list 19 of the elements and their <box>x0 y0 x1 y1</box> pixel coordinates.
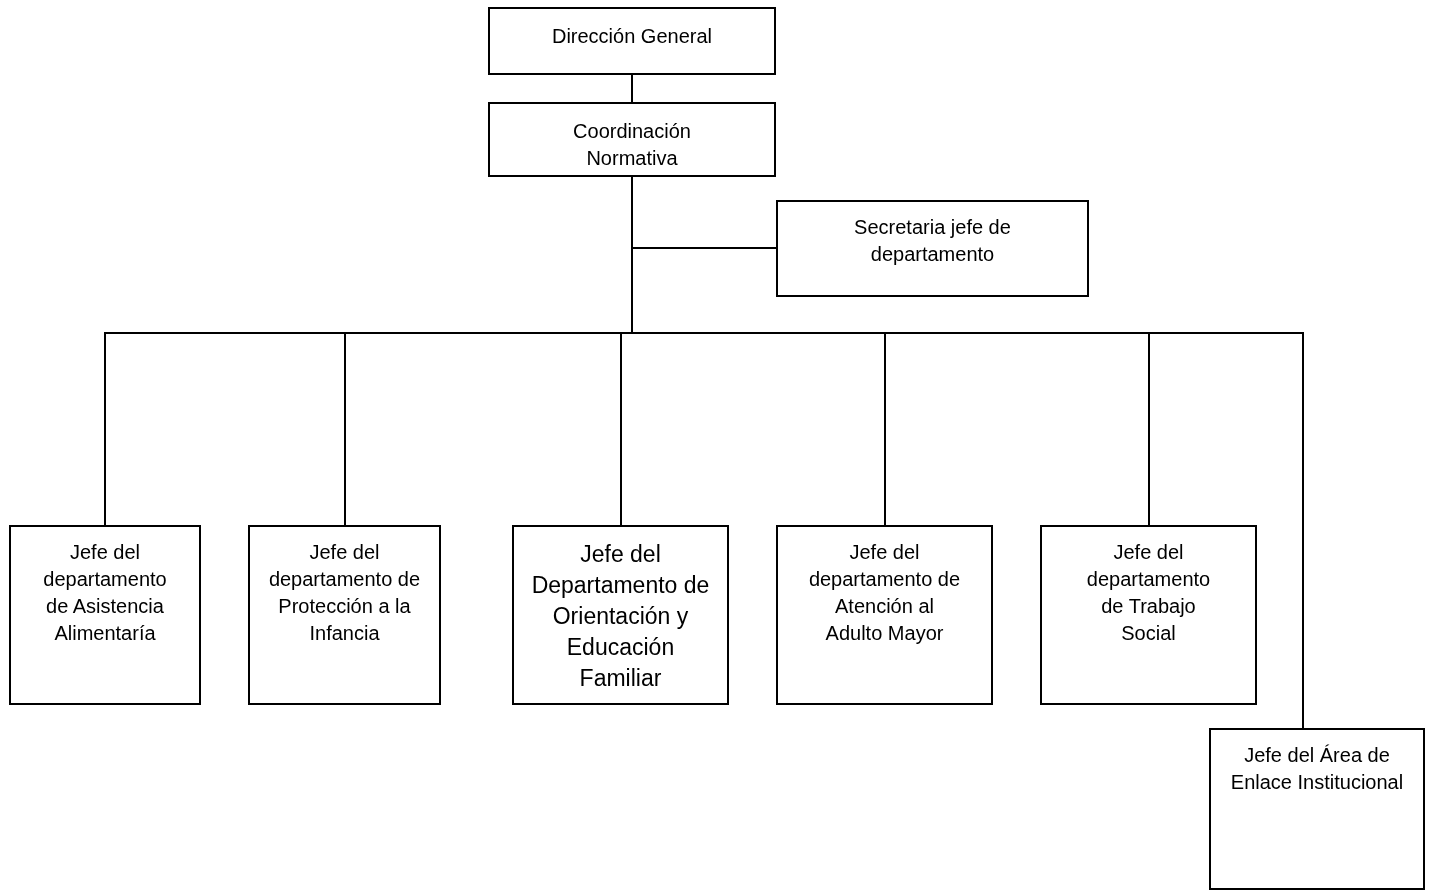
connector-line <box>631 74 633 103</box>
position-title: Jefe del departamento de Trabajo Social <box>1085 540 1212 646</box>
position-title: Secretaria jefe de departamento <box>853 215 1012 267</box>
org-box <box>488 7 776 75</box>
position-title: Jefe del departamento de Asistencia Alimentaría <box>42 540 168 646</box>
position-title: Jefe del departamento de Protección a la Infancia <box>267 540 422 646</box>
org-box <box>9 525 201 705</box>
position-title: Jefe del Departamento de Orientación y Educación Familiar <box>530 540 711 693</box>
position-title: Jefe del departamento de Atención al Adulto Mayor <box>807 540 962 646</box>
org-box <box>776 525 993 705</box>
org-box <box>512 525 729 705</box>
position-title: Dirección General <box>550 24 714 49</box>
org-box <box>248 525 441 705</box>
org-box <box>1209 728 1425 890</box>
position-title: Coordinación Normativa <box>572 119 692 171</box>
org-box <box>1040 525 1257 705</box>
position-title: Jefe del Área de Enlace Institucional <box>1229 743 1405 795</box>
org-box <box>776 200 1089 297</box>
org-box <box>488 102 776 177</box>
